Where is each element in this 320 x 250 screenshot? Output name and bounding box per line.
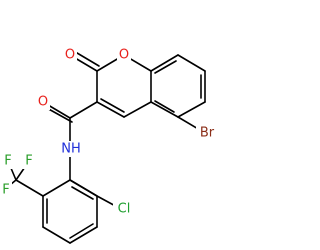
amide-nh-label: NH — [61, 142, 81, 157]
bond-lines — [3, 49, 206, 244]
atom-label-backgrounds — [0, 47, 218, 217]
ring-oxygen-label: O — [119, 48, 129, 63]
chlorine-label: Cl — [118, 202, 131, 217]
carbonyl-oxygen-label: O — [65, 48, 75, 63]
atom-labels: O O Br O NH Cl F F F — [2, 48, 215, 217]
fluorine-top-left-label: F — [4, 154, 11, 169]
amide-oxygen-label: O — [38, 95, 48, 110]
chemical-structure-diagram: O O Br O NH Cl F F F — [0, 47, 218, 244]
bromine-label: Br — [200, 126, 215, 141]
fluorine-left-label: F — [2, 183, 9, 198]
fluorine-top-right-label: F — [25, 154, 32, 169]
